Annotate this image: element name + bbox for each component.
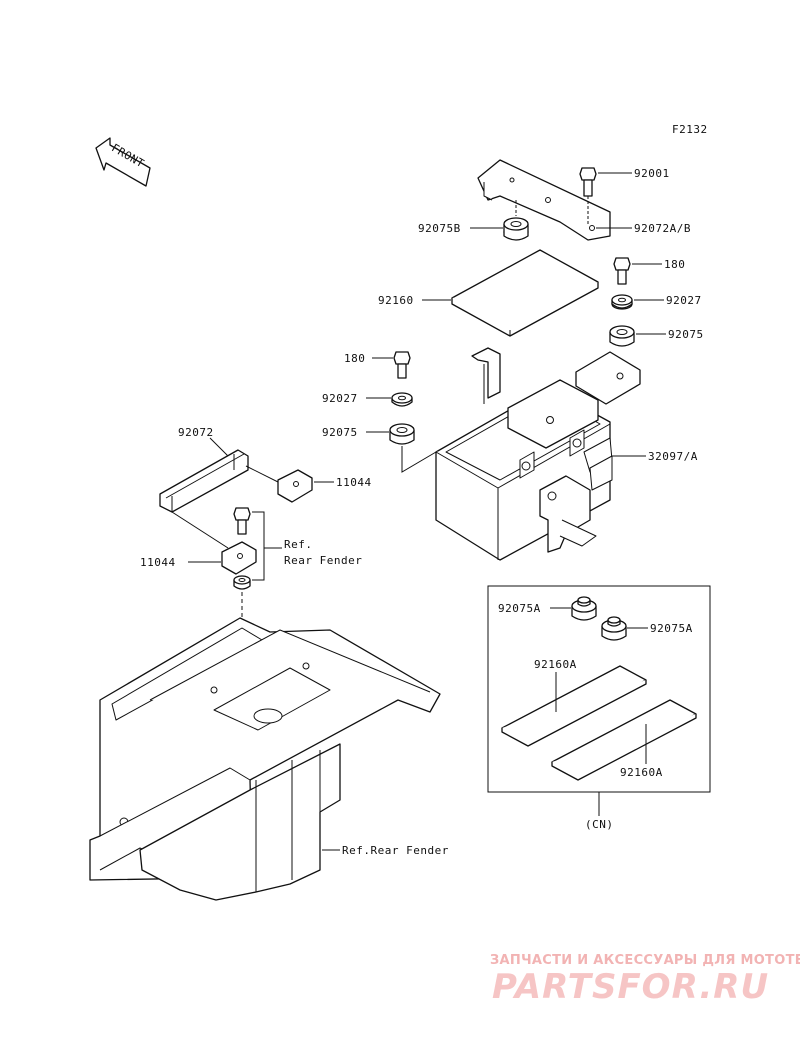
battery-holder-bracket (477, 159, 611, 241)
figure-code: F2132 (672, 123, 708, 136)
label-11044-right: 11044 (336, 476, 372, 489)
label-11044-left: 11044 (140, 556, 176, 569)
label-92075a-1: 92075A (498, 602, 541, 615)
damper-92075a-2 (601, 616, 627, 641)
battery-case-32097a (435, 347, 641, 561)
watermark-tagline: ЗАПЧАСТИ И АКСЕССУАРЫ ДЛЯ МОТОТЕХНИКИ (490, 953, 800, 968)
label-ref-1: Ref. (284, 538, 313, 551)
label-92160: 92160 (378, 294, 414, 307)
damper-92075-right (609, 325, 635, 347)
label-92075b: 92075B (418, 222, 461, 235)
cn-kit-box: 92075A 92075A 92160A 92160A (487, 585, 711, 793)
label-92072: 92072 (178, 426, 214, 439)
rear-fender (89, 617, 441, 901)
label-92160a-1: 92160A (534, 658, 577, 671)
bolt-180-left (393, 351, 411, 379)
damper-92075-left (389, 423, 415, 445)
watermark-brand: PARTSFOR.RU (492, 967, 769, 1007)
label-32097a: 32097/A (648, 450, 698, 463)
label-180-left: 180 (344, 352, 365, 365)
label-92075-left: 92075 (322, 426, 358, 439)
label-92075a-2: 92075A (650, 622, 693, 635)
hook-11044-left (221, 541, 257, 575)
label-180-right: 180 (664, 258, 685, 271)
label-92072ab: 92072A/B (634, 222, 691, 235)
bolt-180-right (613, 257, 631, 285)
label-92027-right: 92027 (666, 294, 702, 307)
label-ref-rear-fender: Ref.Rear Fender (342, 844, 449, 857)
label-92027-left: 92027 (322, 392, 358, 405)
bolt-92001 (579, 167, 597, 226)
bolt-rear-fender (233, 507, 251, 535)
washer-92027-left (391, 392, 413, 407)
washer-92027-right (611, 294, 633, 310)
front-arrow-icon: FRONT (95, 137, 151, 187)
damper-92075a-1 (571, 596, 597, 621)
battery-strap-92072 (159, 449, 249, 513)
label-92001: 92001 (634, 167, 670, 180)
hook-11044-right (277, 469, 313, 503)
damper-92075b (503, 200, 529, 241)
label-ref-2: Rear Fender (284, 554, 362, 567)
label-92160a-2: 92160A (620, 766, 663, 779)
label-92075-right: 92075 (668, 328, 704, 341)
battery-pad-92160 (451, 249, 599, 337)
watermark: ЗАПЧАСТИ И АКСЕССУАРЫ ДЛЯ МОТОТЕХНИКИ PA… (490, 953, 800, 1007)
label-cn: (CN) (585, 818, 614, 831)
pad-92160a-2 (551, 699, 697, 781)
nut-rear-fender (233, 575, 251, 590)
pad-92160a-1 (501, 665, 647, 747)
